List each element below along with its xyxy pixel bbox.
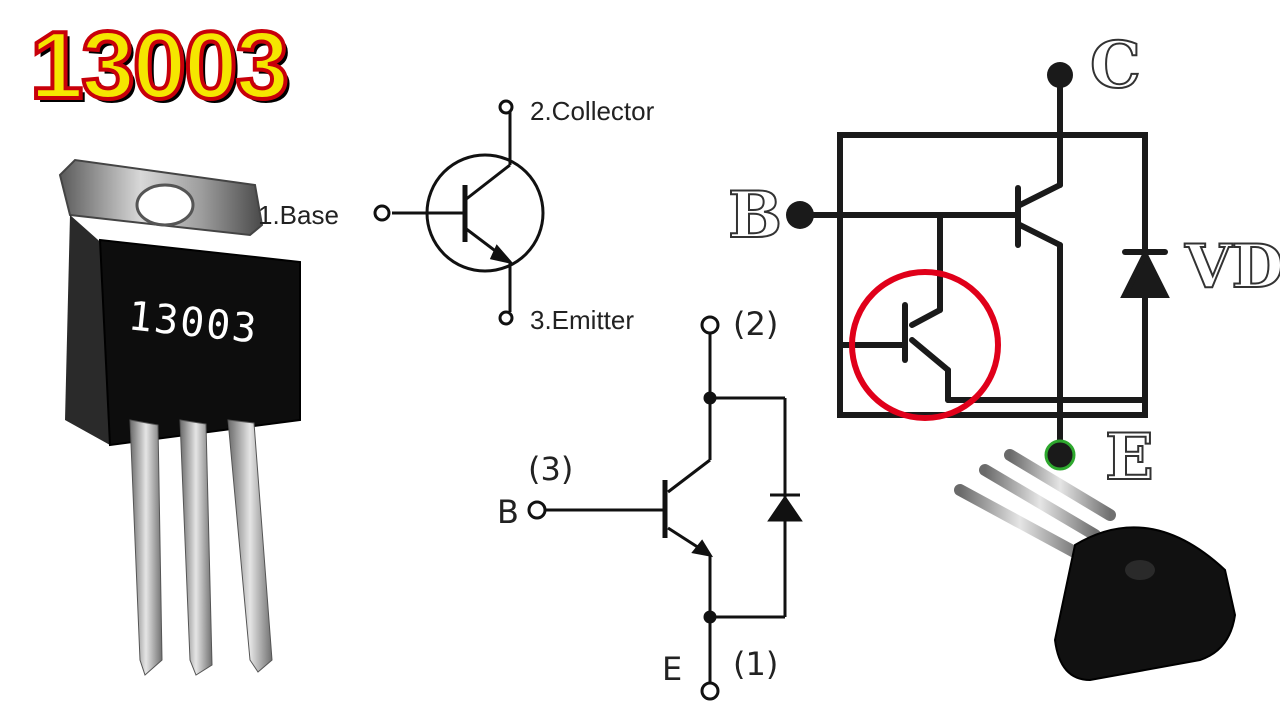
highlight-circle — [849, 269, 1001, 421]
page-title: 13003 — [28, 12, 291, 119]
bjt-diode-circuit — [527, 315, 803, 701]
internal-diode-label: VD — [1184, 231, 1280, 303]
pin2-label: (2) — [733, 305, 779, 343]
base-label: 1.Base — [258, 200, 339, 230]
circuit-emitter-label: E — [662, 650, 683, 688]
emitter-label: 3.Emitter — [530, 305, 635, 335]
pin3-label: (3) — [528, 450, 574, 488]
pin1-label: (1) — [733, 645, 779, 683]
internal-base-label: B — [727, 177, 783, 254]
to220-package — [58, 158, 301, 676]
bjt-symbol — [373, 99, 545, 326]
internal-emitter-label: E — [1104, 419, 1155, 496]
to92-package — [954, 449, 1237, 682]
collector-label: 2.Collector — [530, 96, 655, 126]
circuit-base-label: B — [497, 493, 519, 531]
internal-collector-label: C — [1089, 27, 1142, 104]
internal-schematic — [786, 62, 1170, 471]
